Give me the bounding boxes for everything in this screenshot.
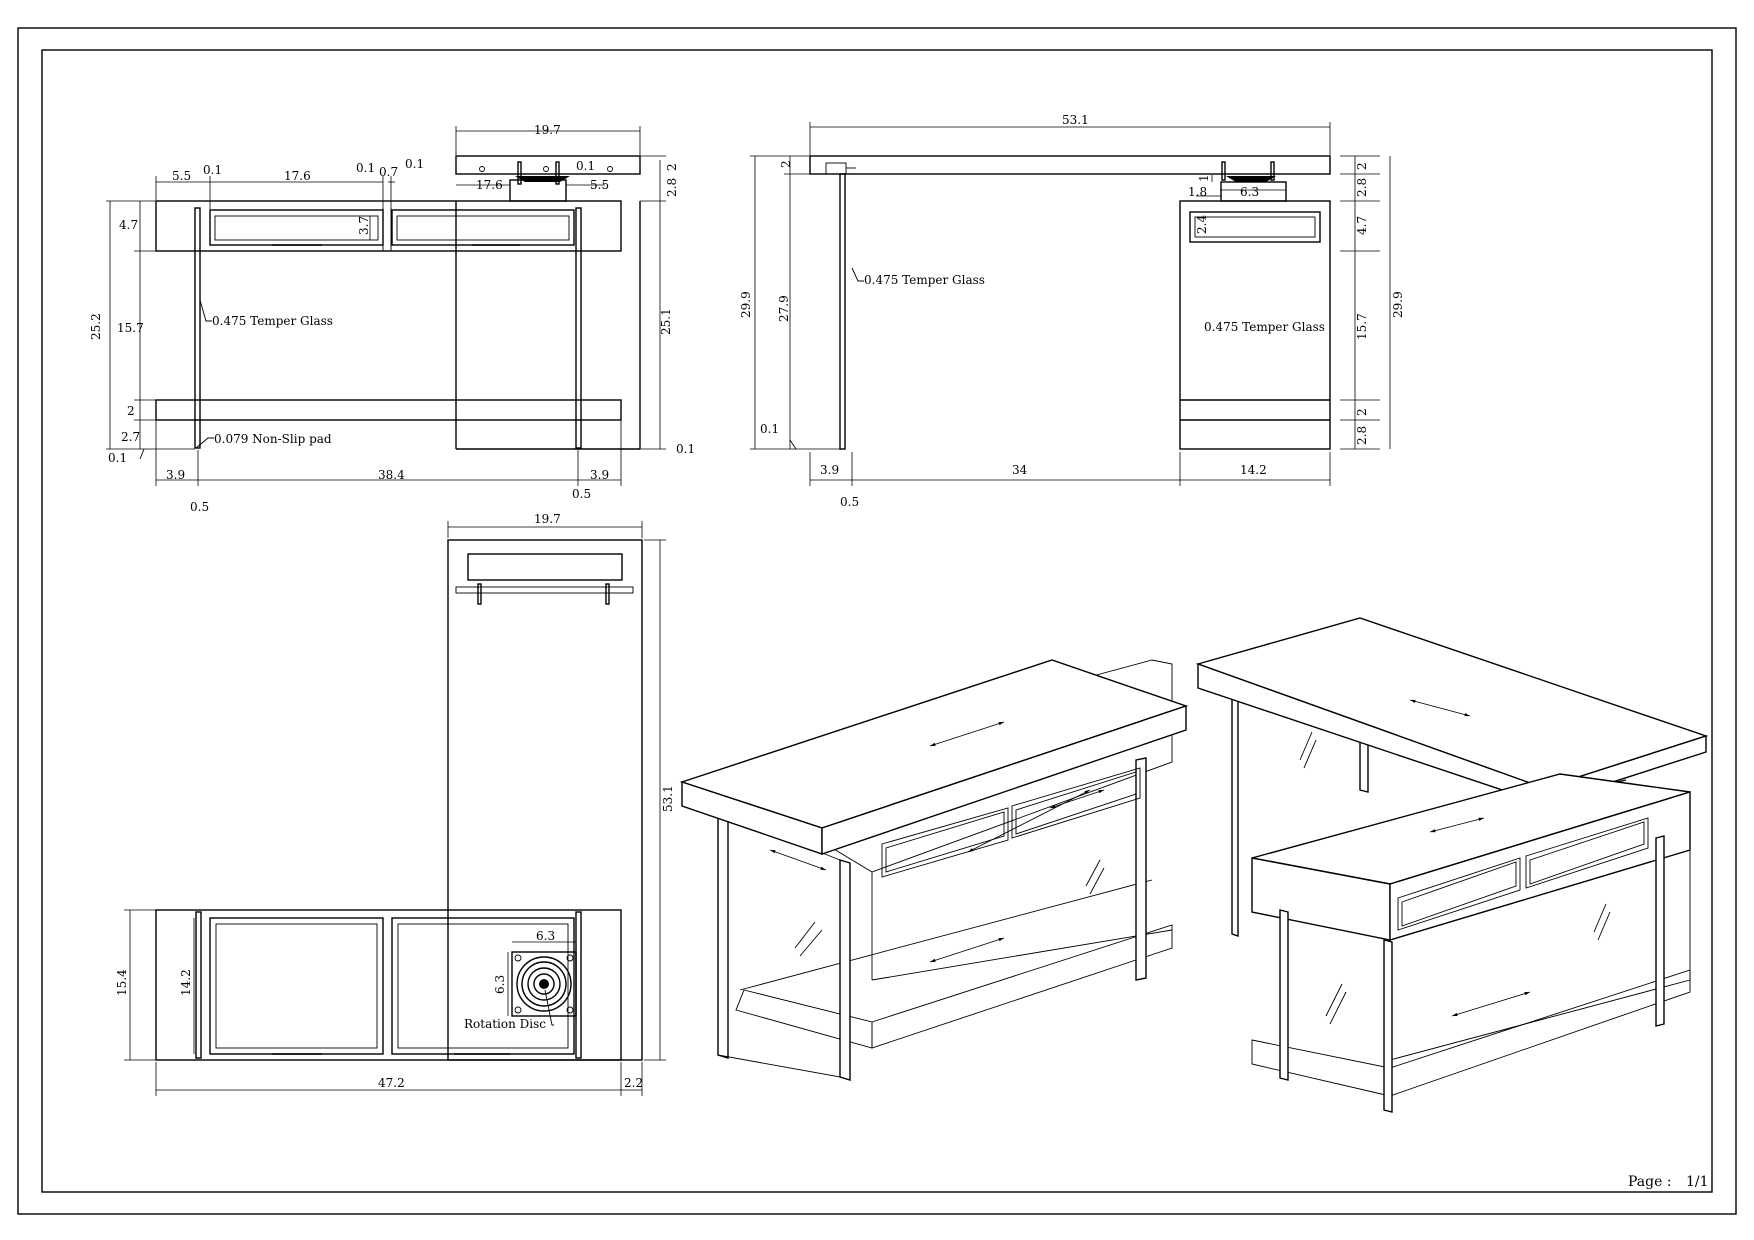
dim-label: 2.8 <box>1355 178 1369 197</box>
glass-note: 0.475 Temper Glass <box>212 314 333 328</box>
dim-label: 53.1 <box>661 785 675 812</box>
side-view-dimensions <box>750 122 1391 486</box>
dim-label: 2 <box>1355 408 1369 416</box>
isometric-view-closed <box>679 659 1189 1081</box>
dim-label: 0.1 <box>676 442 695 456</box>
dim-label: 2.8 <box>665 178 679 197</box>
dim-label: 17.6 <box>476 178 503 192</box>
dim-label: 0.1 <box>405 157 424 171</box>
dim-label: 25.1 <box>659 308 673 335</box>
dim-label: 3.9 <box>590 468 609 482</box>
dim-label: 14.2 <box>179 969 193 996</box>
dim-label: 15.4 <box>115 969 129 996</box>
dim-label: 0.1 <box>108 451 127 465</box>
page-label: Page : <box>1628 1174 1672 1190</box>
side-view <box>809 155 1331 450</box>
dim-label: 0.1 <box>203 163 222 177</box>
dim-label: 15.7 <box>117 321 144 335</box>
dim-label: 0.1 <box>760 422 779 436</box>
dim-label: 14.2 <box>1240 463 1267 477</box>
plan-view-dimensions <box>124 521 666 1096</box>
dim-label: 2.4 <box>1195 215 1209 234</box>
dim-label: 34 <box>1012 463 1028 477</box>
dim-label: 2 <box>1355 162 1369 170</box>
dim-label: 2.8 <box>1355 426 1369 445</box>
dim-label: 2 <box>779 160 793 168</box>
front-view-dimensions <box>106 126 666 486</box>
dim-label: 3.9 <box>166 468 185 482</box>
disc-note: Rotation Disc <box>464 1017 546 1031</box>
glass-note: 0.475 Temper Glass <box>1204 320 1325 334</box>
pad-note: 0.079 Non-Slip pad <box>214 432 332 446</box>
dim-label: 6.3 <box>536 929 555 943</box>
plan-view-labels: 19.7 53.1 15.4 14.2 6.3 6.3 47.2 2.2 Rot… <box>115 512 675 1090</box>
dim-label: 2 <box>127 404 135 418</box>
dim-label: 53.1 <box>1062 113 1089 127</box>
dim-label: 4.7 <box>119 218 138 232</box>
dim-label: 2.7 <box>121 430 140 444</box>
dim-label: 2.2 <box>624 1076 643 1090</box>
dim-label: 1 <box>1197 174 1211 182</box>
dim-label: 0.5 <box>190 500 209 514</box>
dim-label: 0.1 <box>576 159 595 173</box>
dim-label: 19.7 <box>534 123 561 137</box>
dim-label: 0.5 <box>572 487 591 501</box>
dim-label: 0.7 <box>379 165 398 179</box>
glass-note: 0.475 Temper Glass <box>864 273 985 287</box>
dim-label: 25.2 <box>89 313 103 340</box>
inner-frame <box>41 49 1713 1193</box>
dim-label: 5.5 <box>172 169 191 183</box>
dim-label: 19.7 <box>534 512 561 526</box>
dim-label: 3.7 <box>357 216 371 235</box>
front-view-labels: 5.5 0.1 17.6 0.1 0.7 0.1 4.7 25.2 15.7 2… <box>89 123 695 514</box>
dim-label: 2 <box>665 163 679 171</box>
dim-label: 29.9 <box>739 291 753 318</box>
dim-label: 0.1 <box>356 161 375 175</box>
dim-label: 38.4 <box>378 468 405 482</box>
dim-label: 6.3 <box>1240 185 1259 199</box>
front-view <box>155 155 641 450</box>
dim-label: 5.5 <box>590 178 609 192</box>
page-number: 1/1 <box>1686 1174 1709 1190</box>
side-view-labels: 53.1 2 29.9 27.9 0.1 1 1.8 6.3 2.4 2 2.8… <box>739 113 1405 509</box>
dim-label: 29.9 <box>1391 291 1405 318</box>
dim-label: 47.2 <box>378 1076 405 1090</box>
dim-label: 3.9 <box>820 463 839 477</box>
isometric-view-rotated <box>1195 617 1709 1113</box>
dim-label: 1.8 <box>1188 185 1207 199</box>
dim-label: 15.7 <box>1355 313 1369 340</box>
dim-label: 0.5 <box>840 495 859 509</box>
dim-label: 6.3 <box>493 975 507 994</box>
dim-label: 27.9 <box>777 295 791 322</box>
dim-label: 17.6 <box>284 169 311 183</box>
plan-view <box>155 539 643 1061</box>
dim-label: 4.7 <box>1355 216 1369 235</box>
outer-frame <box>17 27 1737 1215</box>
